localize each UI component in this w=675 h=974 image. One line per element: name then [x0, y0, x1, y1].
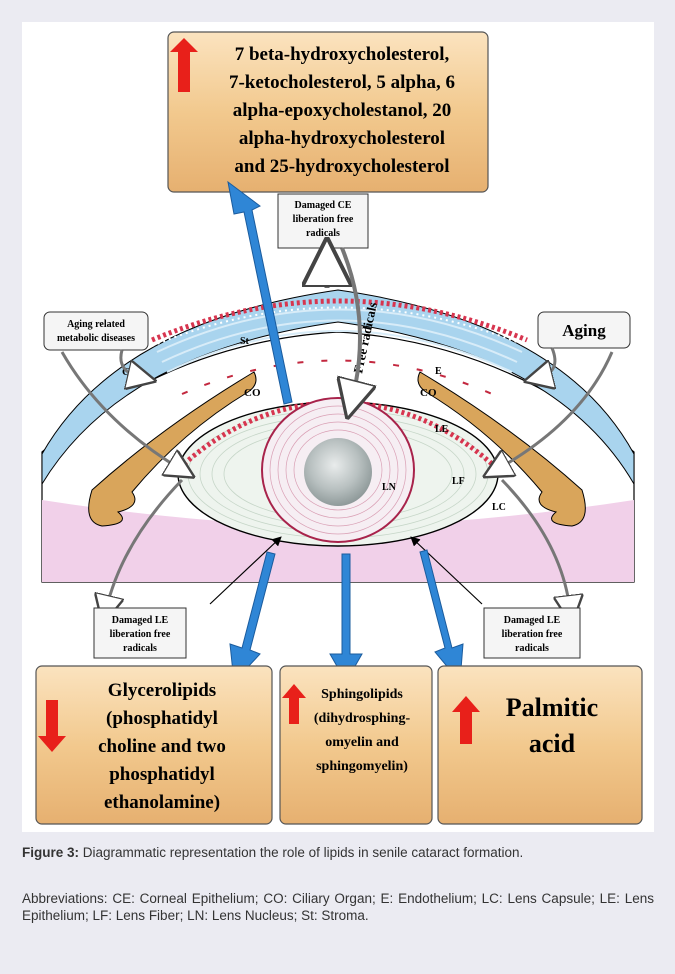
aging-related-callout: [44, 312, 148, 350]
cataract-diagram: CE St E CO CO LE LN LF LC Free radicals …: [22, 22, 654, 832]
aging-label: Aging: [562, 321, 606, 340]
label-ln: LN: [382, 482, 397, 493]
sphingolipids-line-1: Sphingolipids: [321, 687, 403, 702]
label-lf: LF: [452, 476, 465, 487]
glycerolipids-line-2: (phosphatidyl: [106, 708, 218, 729]
glycerolipids-line-5: ethanolamine): [104, 792, 220, 813]
figure-caption-label: Figure 3:: [22, 845, 79, 860]
damaged-le-left-line-1: Damaged LE: [112, 615, 169, 626]
damaged-ce-line-2: liberation free: [293, 214, 354, 225]
label-co-right: CO: [420, 387, 437, 399]
glycerolipids-line-4: phosphatidyl: [109, 764, 215, 785]
abbreviations-text: Abbreviations: CE: Corneal Epithelium; C…: [22, 890, 654, 924]
glycerolipids-line-3: choline and two: [98, 736, 226, 757]
sphingolipids-line-2: (dihydrosphing-: [314, 711, 411, 726]
figure-caption: Figure 3: Diagrammatic representation th…: [22, 844, 654, 861]
top-box-line-3: alpha-epoxycholestanol, 20: [233, 100, 452, 121]
sphingolipids-line-3: omyelin and: [325, 735, 399, 750]
damaged-le-left-line-3: radicals: [123, 643, 157, 654]
label-st: St: [240, 336, 250, 347]
label-le: LE: [435, 424, 449, 435]
damaged-ce-line-1: Damaged CE: [295, 200, 352, 211]
palmitic-line-2: acid: [529, 729, 576, 758]
palmitic-line-1: Palmitic: [506, 693, 598, 722]
aging-related-line-1: Aging related: [67, 319, 125, 330]
top-box-line-5: and 25-hydroxycholesterol: [234, 156, 449, 177]
damaged-le-left-line-2: liberation free: [110, 629, 171, 640]
lens-nucleus: [304, 438, 372, 506]
figure-caption-text: Diagrammatic representation the role of …: [79, 845, 523, 860]
label-e: E: [435, 366, 442, 377]
label-lc: LC: [492, 502, 506, 513]
top-box-line-1: 7 beta-hydroxycholesterol,: [235, 44, 450, 65]
damaged-le-right-line-2: liberation free: [502, 629, 563, 640]
label-co-left: CO: [244, 387, 261, 399]
figure-panel: CE St E CO CO LE LN LF LC Free radicals …: [22, 22, 654, 832]
top-box-line-4: alpha-hydroxycholesterol: [239, 128, 445, 149]
damaged-le-right-line-3: radicals: [515, 643, 549, 654]
damaged-le-right-line-1: Damaged LE: [504, 615, 561, 626]
top-box-line-2: 7-ketocholesterol, 5 alpha, 6: [229, 72, 455, 93]
sphingolipids-line-4: sphingomyelin): [316, 759, 408, 774]
aging-related-line-2: metabolic diseases: [57, 333, 135, 344]
glycerolipids-line-1: Glycerolipids: [108, 680, 216, 701]
damaged-ce-line-3: radicals: [306, 228, 340, 239]
